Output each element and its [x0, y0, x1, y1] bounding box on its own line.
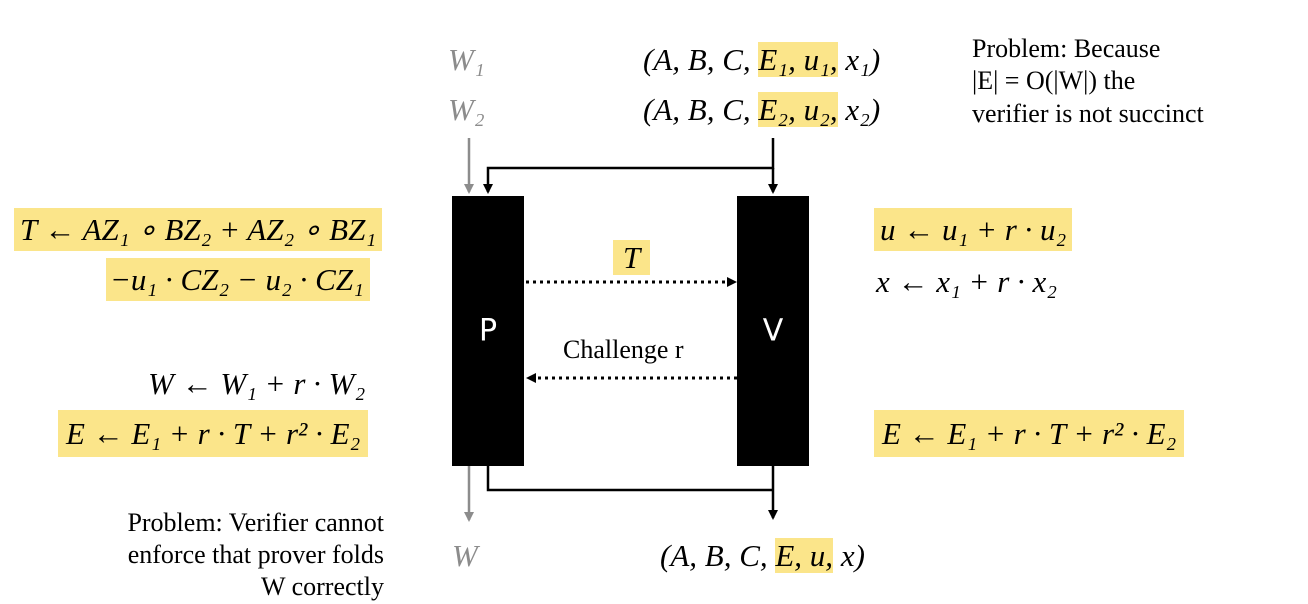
instance-1-suffix: x₁)	[837, 42, 881, 77]
problem-top-line3: verifier is not succinct	[972, 99, 1204, 128]
instance-2-prefix: (A, B, C,	[643, 92, 759, 127]
prover-box: P	[452, 196, 524, 466]
instance-to-prover-arrow	[483, 138, 775, 194]
prover-label: P	[478, 313, 498, 349]
witness-fold: W ← W₁ + r · W₂	[148, 366, 366, 401]
instance-1-highlight: E₁, u₁,	[758, 42, 838, 77]
prover-to-output-arrow	[486, 466, 773, 492]
challenge-label: Challenge r	[563, 335, 684, 364]
cross-term-line2: −u₁ · CZ₂ − u₂ · CZ₁	[106, 258, 370, 301]
problem-top-line2: |E| = O(|W|) the	[972, 66, 1136, 95]
prover-error-fold: E ← E₁ + r · T + r² · E₂	[58, 410, 369, 457]
witness-2: W₂	[448, 92, 485, 127]
verifier-error-fold: E ← E₁ + r · T + r² · E₂	[874, 410, 1185, 457]
instance-1-prefix: (A, B, C,	[643, 42, 759, 77]
cross-term-line1: T ← AZ₁ ∘ BZ₂ + AZ₂ ∘ BZ₁	[14, 208, 383, 251]
problem-bottom-line2: enforce that prover folds	[127, 540, 384, 569]
instance-1: (A, B, C, E₁, u₁, x₁)	[643, 42, 881, 77]
folded-instance: (A, B, C, E, u, x)	[660, 538, 865, 573]
instance-2: (A, B, C, E₂, u₂, x₂)	[643, 92, 881, 127]
problem-top-line1: Problem: Because	[972, 34, 1161, 63]
instance-2-highlight: E₂, u₂,	[758, 92, 838, 127]
x-fold: x ← x₁ + r · x₂	[876, 264, 1058, 299]
t-message-label: T	[613, 240, 651, 275]
folded-instance-prefix: (A, B, C,	[660, 538, 776, 573]
problem-bottom-line3: W correctly	[261, 572, 384, 601]
u-fold: u ← u₁ + r · u₂	[874, 208, 1073, 251]
witness-1: W₁	[448, 42, 485, 77]
folded-witness: W	[452, 538, 478, 573]
instance-2-suffix: x₂)	[837, 92, 881, 127]
problem-bottom-line1: Problem: Verifier cannot	[127, 508, 384, 537]
verifier-label: V	[762, 313, 784, 349]
folded-instance-highlight: E, u,	[775, 538, 834, 573]
folded-instance-suffix: x)	[833, 538, 865, 573]
verifier-box: V	[737, 196, 809, 466]
